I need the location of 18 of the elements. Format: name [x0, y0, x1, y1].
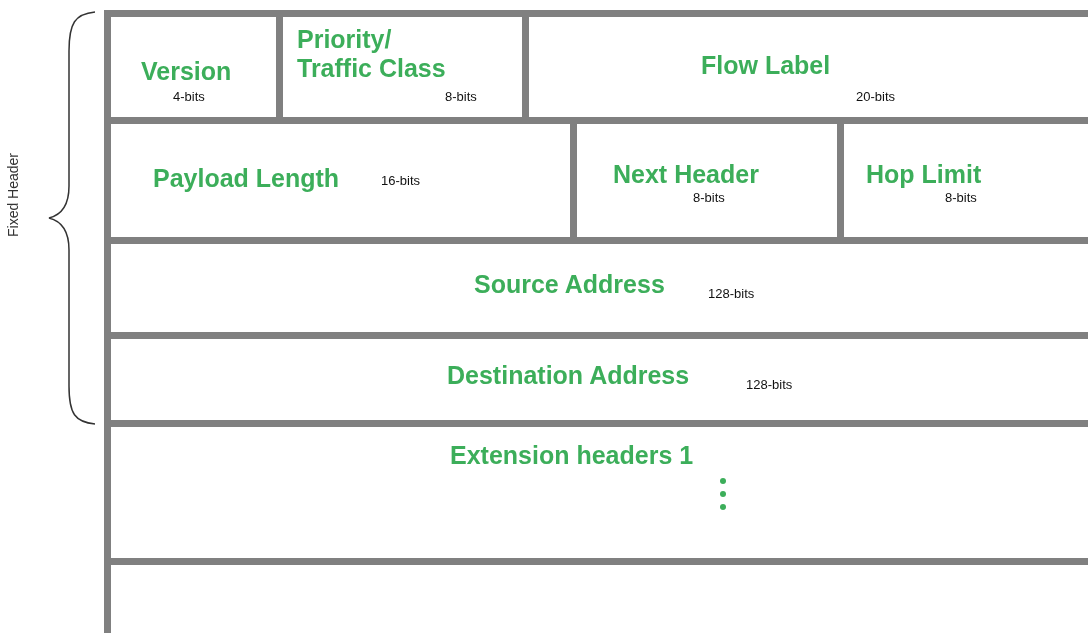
field-size: 8-bits: [693, 190, 725, 205]
field-name: Next Header: [613, 160, 759, 189]
field-name: Flow Label: [701, 51, 831, 80]
field-size: 128-bits: [746, 377, 793, 392]
field-name: Extension headers 1: [450, 441, 694, 470]
field-name: Hop Limit: [866, 160, 982, 189]
field-size: 128-bits: [708, 286, 755, 301]
field-name: Source Address: [474, 270, 665, 299]
field-size: 16-bits: [381, 173, 421, 188]
field-size: 8-bits: [445, 89, 477, 104]
field-size: 8-bits: [945, 190, 977, 205]
field-name: Payload Length: [153, 164, 340, 193]
field-name: Version: [141, 57, 232, 86]
field-name: Priority/ Traffic Class: [297, 25, 447, 83]
brace-label: Fixed Header: [5, 152, 21, 240]
field-size: 20-bits: [856, 89, 896, 104]
field-name: Destination Address: [447, 361, 690, 390]
field-size: 4-bits: [173, 89, 205, 104]
